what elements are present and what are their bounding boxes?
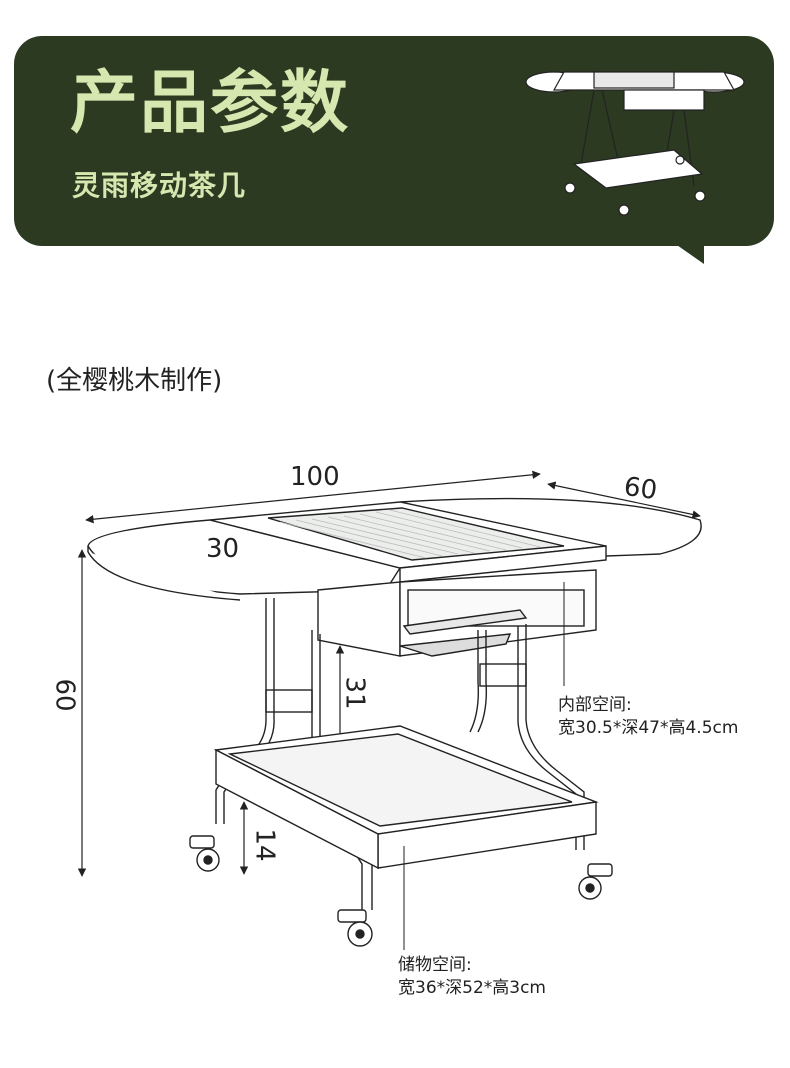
material-note: (全樱桃木制作) [46,366,223,396]
storage-space-note: 储物空间: 宽36*深52*高3cm [398,954,546,1000]
bottom-height-label: 14 [249,828,280,862]
product-thumbnail [525,71,745,216]
depth-label: 60 [622,471,660,507]
inner-space-value: 宽30.5*深47*高4.5cm [558,717,739,738]
depth-dimension-line [547,481,701,519]
length-dimension-line [85,470,541,524]
leaf-width-label: 30 [206,534,240,564]
table-dimension-diagram [77,470,702,950]
product-name: 灵雨移动茶几 [72,169,247,202]
height-label: 60 [49,678,80,712]
header-banner [14,36,774,246]
length-label: 100 [290,462,340,492]
banner-tail [664,236,704,264]
inner-space-note: 内部空间: 宽30.5*深47*高4.5cm [558,694,738,740]
inner-space-label: 内部空间: [558,695,632,715]
storage-space-value: 宽36*深52*高3cm [398,977,546,998]
mid-height-label: 31 [339,676,370,710]
storage-space-label: 储物空间: [398,955,472,975]
page-title: 产品参数 [70,64,351,143]
